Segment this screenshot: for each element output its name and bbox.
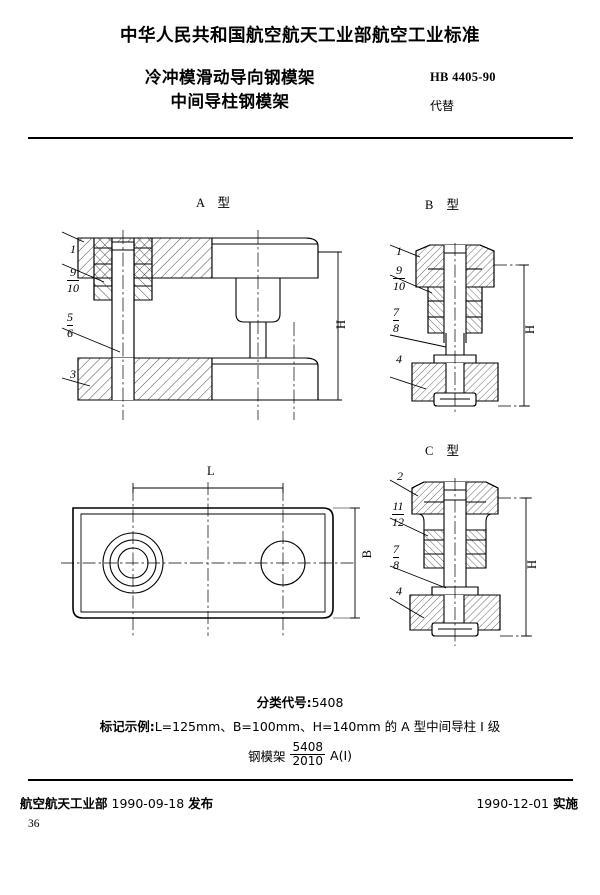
part-label-b-7-8: 7 8 — [393, 305, 399, 336]
footer-issue-block: 航空航天工业部 1990-09-18 发布 — [20, 793, 213, 812]
drawing-type-a — [60, 230, 360, 425]
footer-effective-block: 1990-12-01 实施 — [476, 793, 578, 812]
marking-code-fraction: 5408 2010 — [290, 740, 326, 769]
dimension-b-plan: B — [360, 550, 374, 559]
part-label-c-11: 11 — [392, 499, 404, 513]
marking-example-label: 标记示例: — [99, 719, 155, 734]
part-label-a-9: 9 — [70, 265, 76, 279]
part-label-b-1: 1 — [396, 244, 402, 258]
part-label-b-8: 8 — [393, 319, 399, 335]
subtitle-line-1: 冷冲模滑动导向钢模架 — [145, 68, 315, 87]
part-label-a-1: 1 — [70, 242, 76, 256]
standard-number: HB 4405-90 — [430, 70, 496, 84]
page-number: 36 — [28, 818, 40, 830]
part-label-c-8: 8 — [393, 556, 399, 572]
footer-divider-rule — [28, 779, 573, 782]
footer-issue-date: 1990-09-18 — [111, 796, 185, 811]
part-label-a-9-10: 9 10 — [67, 265, 79, 296]
drawing-type-c — [388, 478, 573, 648]
footer-issue-verb: 发布 — [188, 796, 214, 811]
part-label-b-9-10: 9 10 — [393, 263, 405, 294]
marking-code-suffix: A(I) — [330, 748, 353, 764]
subtitle-line-2: 中间导柱钢模架 — [170, 92, 290, 111]
drawing-plan-view — [55, 460, 375, 645]
figure-caption-type-c: C 型 — [425, 444, 464, 458]
part-label-a-10: 10 — [67, 279, 79, 295]
part-label-a-6: 6 — [67, 324, 73, 340]
part-label-c-11-12: 11 12 — [392, 499, 404, 530]
part-label-a-5-6: 5 6 — [67, 310, 73, 341]
part-label-a-5: 5 — [67, 310, 73, 324]
part-label-c-2: 2 — [397, 469, 403, 483]
footer-effective-date: 1990-12-01 — [476, 796, 549, 811]
figure-caption-type-b: B 型 — [425, 198, 464, 212]
classification-code-value: 5408 — [311, 695, 344, 710]
dimension-h-type-b: H — [523, 325, 537, 335]
part-label-b-7: 7 — [393, 305, 399, 319]
drawing-type-b — [388, 243, 573, 418]
footer-issuer: 航空航天工业部 — [20, 796, 108, 811]
part-label-c-12: 12 — [392, 513, 404, 529]
marking-code-denominator: 2010 — [290, 754, 326, 769]
document-subtitle: 冷冲模滑动导向钢模架 中间导柱钢模架 — [60, 66, 400, 114]
classification-code-line: 分类代号:5408 — [0, 692, 600, 711]
header-divider-rule — [28, 137, 573, 140]
figure-caption-type-a: A 型 — [196, 196, 235, 210]
marking-example-line: 标记示例:L=125mm、B=100mm、H=140mm 的 A 型中间导柱 I… — [0, 716, 600, 735]
marking-code-numerator: 5408 — [292, 740, 324, 754]
part-label-c-4: 4 — [396, 584, 402, 598]
dimension-l-plan: L — [207, 464, 215, 478]
part-label-c-7: 7 — [393, 542, 399, 556]
footer-effective-verb: 实施 — [552, 796, 578, 811]
marking-designation-line: 钢模架 5408 2010 A(I) — [0, 740, 600, 769]
part-label-b-10: 10 — [393, 277, 405, 293]
classification-code-label: 分类代号: — [256, 695, 312, 710]
dimension-h-type-c: H — [525, 560, 539, 570]
marking-example-spec: L=125mm、B=100mm、H=140mm 的 A 型中间导柱 I 级 — [154, 719, 501, 734]
part-label-a-3: 3 — [70, 367, 76, 381]
marking-product-name: 钢模架 — [247, 749, 286, 765]
part-label-c-7-8: 7 8 — [393, 542, 399, 573]
part-label-b-4: 4 — [396, 352, 402, 366]
part-label-b-9: 9 — [396, 263, 402, 277]
replaces-label: 代替 — [430, 99, 455, 113]
standard-number-block: HB 4405-90 代替 — [430, 70, 570, 114]
dimension-h-type-a: H — [334, 320, 348, 330]
issuer-title: 中华人民共和国航空航天工业部航空工业标准 — [120, 26, 480, 46]
